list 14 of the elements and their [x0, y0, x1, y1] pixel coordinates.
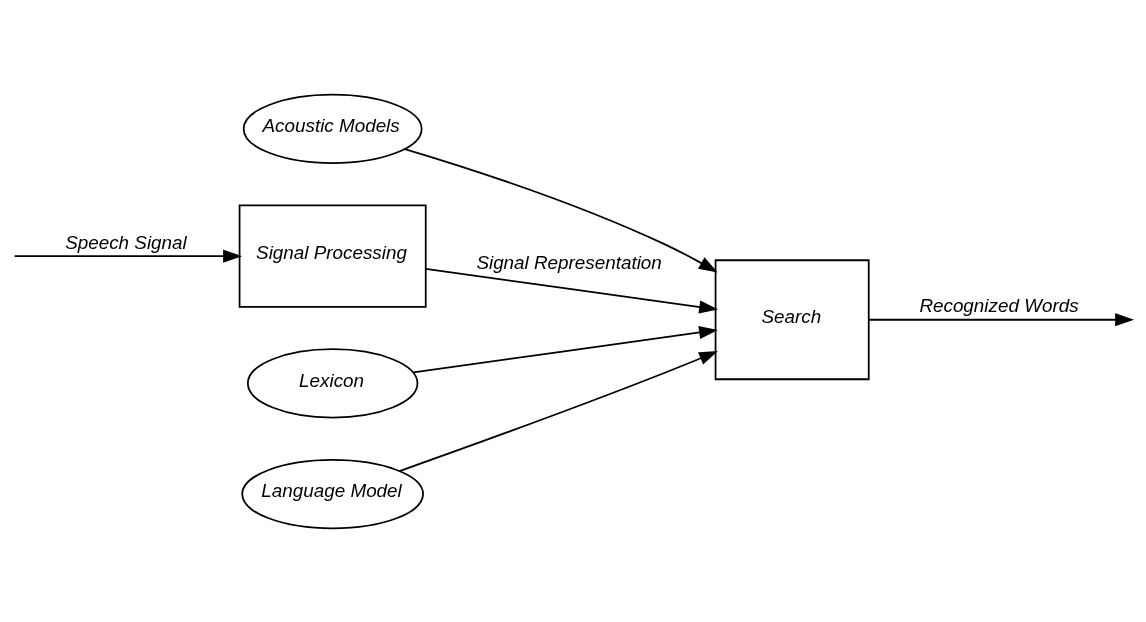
arrow	[867, 312, 1134, 326]
node-ellipse: Acoustic Models	[242, 93, 423, 164]
edge-label: Recognized Words	[919, 294, 1079, 316]
arrow	[404, 147, 718, 272]
arrow	[13, 249, 242, 263]
arrow	[412, 325, 718, 373]
arrow	[398, 350, 718, 472]
edge-label: Signal Representation	[476, 251, 662, 273]
node-box: Search	[714, 258, 870, 380]
node-ellipse: Lexicon	[246, 347, 419, 418]
node-box: Signal Processing	[238, 204, 427, 308]
edge-label: Speech Signal	[65, 231, 187, 253]
node-ellipse: Language Model	[241, 458, 424, 529]
arrow	[424, 267, 719, 314]
